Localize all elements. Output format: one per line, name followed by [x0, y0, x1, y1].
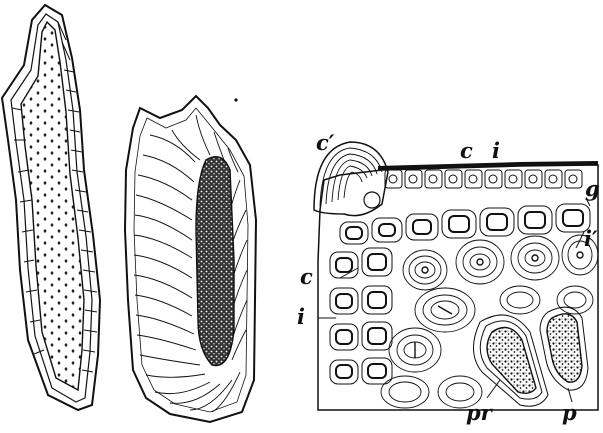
right-tissue-section	[314, 142, 598, 410]
label-i-left: i	[297, 304, 305, 329]
label-c-top: c	[460, 138, 473, 163]
label-g: g	[585, 176, 600, 201]
left-elongated-cell	[2, 5, 100, 410]
label-i-prime: i′	[584, 226, 598, 251]
middle-striated-cell	[125, 96, 256, 422]
label-i-top: i	[492, 138, 500, 163]
label-c-left: c	[300, 264, 313, 289]
label-p: p	[562, 400, 577, 425]
label-pr: pr	[466, 400, 494, 425]
stray-dot	[234, 98, 237, 101]
label-c-prime: c′	[316, 130, 335, 155]
